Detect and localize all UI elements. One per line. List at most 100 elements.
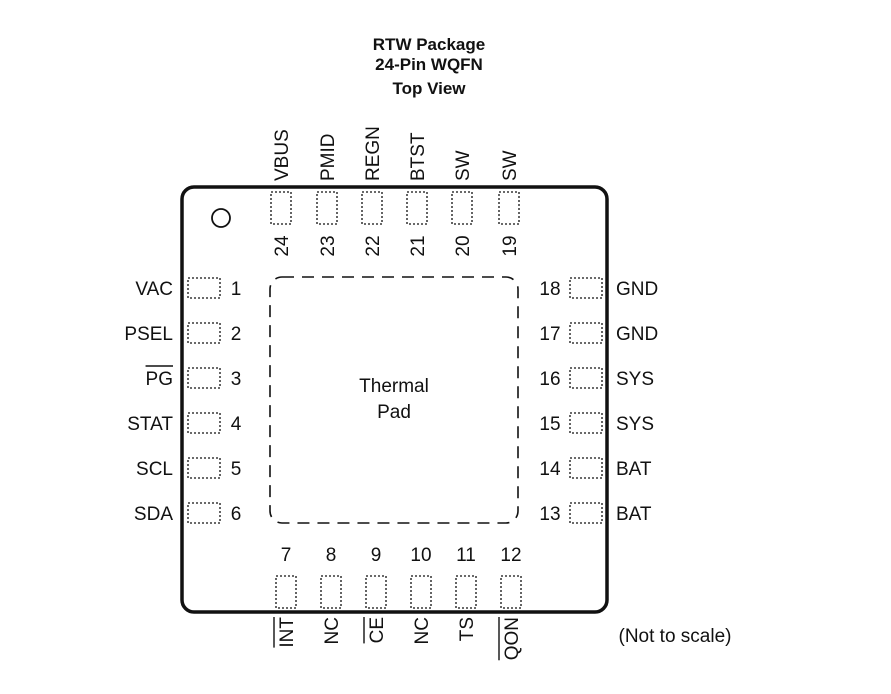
pin-pad [406,191,428,225]
pin-23-pmid: 23 PMID [316,134,339,257]
pin-name: INT [277,617,298,648]
pin-pad [500,575,522,609]
pin-name: GND [616,324,658,345]
pin-pad [187,412,221,434]
header-pin-count: 24-Pin WQFN [375,55,483,74]
pin-22-regn: 22 REGN [361,126,384,257]
pin-20-sw: 20 SW [451,150,474,257]
pin-pad [498,191,520,225]
pin-pad [187,457,221,479]
pin-pad [569,367,603,389]
pin-number: 3 [231,369,242,390]
pin-number: 5 [231,459,242,480]
pin-pad [569,277,603,299]
pin-9-ce: 9CE [363,545,388,644]
pin-number: 8 [326,545,337,566]
pin-pad [275,575,297,609]
pin-name: TS [457,617,478,641]
pin1-marker [211,208,231,228]
pin-pad [187,502,221,524]
pin-name: PSEL [124,324,173,345]
pin-24-vbus: 24 VBUS [270,129,293,257]
header-package: RTW Package [373,35,485,54]
pin-pad [569,412,603,434]
header-view: Top View [392,79,466,98]
thermal-pad-label-line1: Thermal [359,376,429,397]
pin-name: SYS [616,414,654,435]
pin-pad [361,191,383,225]
pin-name: SCL [136,459,173,480]
pin-number: 12 [500,545,521,566]
pin-pad [410,575,432,609]
pin-number: 7 [281,545,292,566]
pin-name: REGN [363,126,384,181]
pin-pad [316,191,338,225]
pin-16-sys: 16 SYS [539,367,654,390]
pin-name: VAC [135,279,173,300]
pin-3-pg: 3 PG [145,365,242,390]
pin-number: 11 [456,545,476,566]
pin-name: SDA [134,504,173,525]
pin-pad [187,322,221,344]
pin-18-gnd: 18 GND [539,277,658,300]
pin-name: GND [616,279,658,300]
pin-number: 24 [272,235,293,257]
pin-19-sw: 19 SW [498,150,521,257]
pin-number: 18 [539,279,560,300]
pin-1-vac: 1 VAC [135,277,242,300]
pin-pad [455,575,477,609]
pin-name: VBUS [272,129,293,181]
pin-number: 14 [539,459,561,480]
pin-number: 16 [539,369,560,390]
pin-number: 13 [539,504,560,525]
pin-pad [320,575,342,609]
pin-pad [187,367,221,389]
thermal-pad-label-line2: Pad [377,402,411,423]
pin-name: PMID [318,134,339,182]
pin-name: CE [367,617,388,643]
pin-pad [569,502,603,524]
pin-pad [365,575,387,609]
pin-name: QON [502,617,523,660]
pin-pad [569,457,603,479]
pin-number: 15 [539,414,560,435]
pin-name: NC [412,617,433,644]
pin-number: 6 [231,504,242,525]
pin-name: PG [146,369,173,390]
pin-5-scl: 5 SCL [136,457,242,480]
pin-number: 1 [231,279,242,300]
pin-pad [270,191,292,225]
pin-number: 21 [408,235,429,256]
pin-number: 20 [453,235,474,256]
pin-number: 22 [363,235,384,256]
pin-name: SW [453,150,474,181]
pin-name: SW [500,150,521,181]
pin-number: 9 [371,545,382,566]
pin-21-btst: 21 BTST [406,132,429,257]
package-outline [180,185,609,614]
pin-number: 10 [410,545,431,566]
pin-name: NC [322,617,343,644]
pin-number: 23 [318,235,339,256]
thermal-pad [269,276,519,524]
scale-note: (Not to scale) [619,626,732,647]
pin-name: SYS [616,369,654,390]
pin-8-nc: 8NC [320,545,343,644]
pin-name: STAT [127,414,173,435]
pin-name: BAT [616,459,652,480]
pin-15-sys: 15 SYS [539,412,654,435]
pin-number: 19 [500,235,521,256]
pin-pad [569,322,603,344]
pin-name: BTST [408,132,429,181]
